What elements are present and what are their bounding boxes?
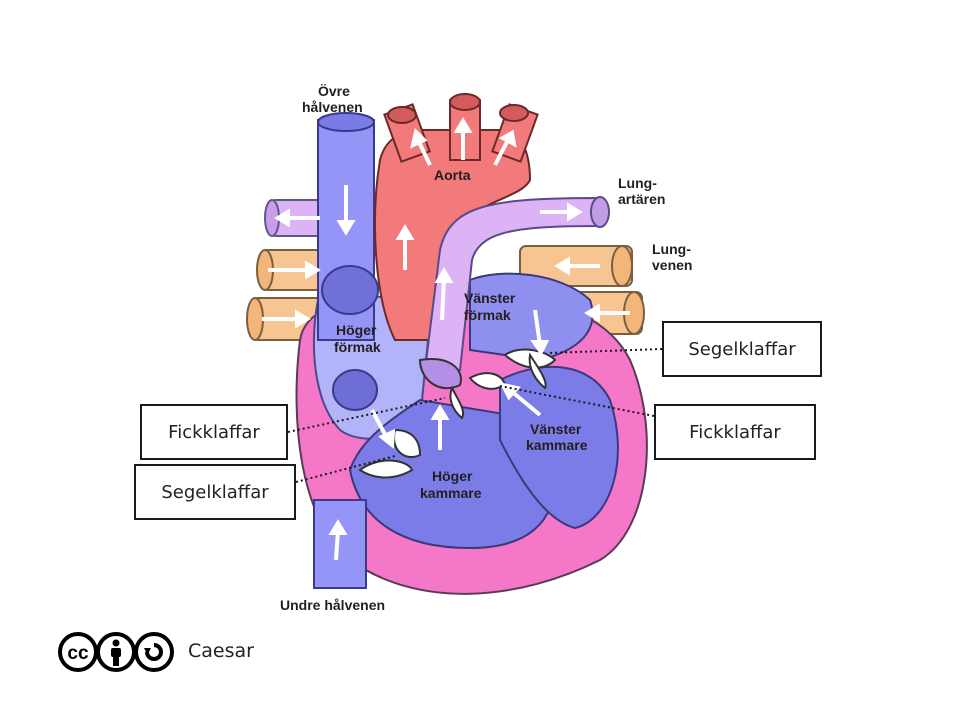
label-lungvenen-1: Lung- [652, 241, 691, 257]
label-lungartaren-1: Lung- [618, 175, 657, 191]
label-vanster-formak-1: Vänster [464, 290, 516, 306]
label-vanster-kammare-2: kammare [526, 437, 588, 453]
label-ovre-halvenen-1: Övre [318, 83, 350, 99]
label-hoger-formak-1: Höger [336, 322, 377, 338]
svg-text:cc: cc [67, 643, 89, 664]
label-hoger-kammare-1: Höger [432, 468, 473, 484]
valves [358, 348, 557, 479]
author-name: Caesar [188, 640, 254, 662]
callout-fickklaffar-right: Fickklaffar [654, 404, 816, 460]
cc-by-sa-badge: cc [58, 631, 174, 673]
callout-segelklaffar-left: Segelklaffar [134, 464, 296, 520]
label-aorta: Aorta [434, 167, 471, 183]
cc-icon: cc [58, 632, 98, 672]
pulmonary-trunk [423, 196, 610, 371]
callout-fickklaffar-left: Fickklaffar [140, 404, 288, 460]
label-lungvenen-2: venen [652, 257, 692, 273]
leader-lines [287, 348, 663, 483]
left-atrium [469, 272, 594, 362]
label-ovre-halvenen-2: hålvenen [302, 99, 363, 115]
callout-segelklaffar-right: Segelklaffar [662, 321, 822, 377]
by-icon [96, 632, 136, 672]
label-vanster-kammare-1: Vänster [530, 421, 582, 437]
label-vanster-formak-2: förmak [464, 307, 511, 323]
inferior-vena-cava [313, 499, 367, 589]
label-hoger-formak-2: förmak [334, 339, 381, 355]
label-lungartaren-2: artären [618, 191, 665, 207]
flow-arrows [262, 117, 630, 561]
sa-icon [134, 632, 174, 672]
label-hoger-kammare-2: kammare [420, 485, 482, 501]
label-undre-halvenen: Undre hålvenen [280, 597, 385, 613]
